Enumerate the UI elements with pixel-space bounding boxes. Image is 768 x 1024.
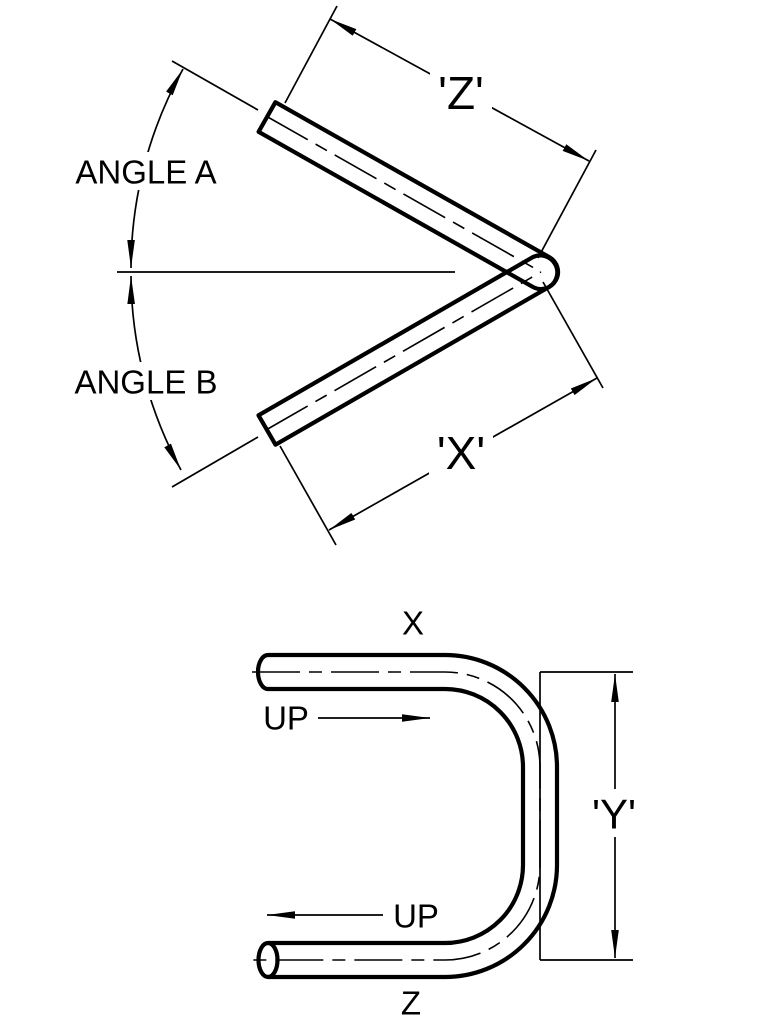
dim-x-label-backing [429,426,493,478]
lower-tube-arm [256,253,560,447]
dim-y-label: 'Y' [592,791,636,838]
plan-bend-view: X UP UP 'Y' Z [252,605,643,1022]
dim-x-extension-far [542,281,604,389]
lower-arm-centerline [265,271,542,431]
dim-x-extension-near [279,445,337,546]
dim-x-label: 'X' [437,427,485,479]
upper-tube-arm [256,100,561,292]
dim-y-label-backing [587,789,643,837]
dim-z-extension-near [284,5,338,104]
angle-b-label-backing [72,362,220,400]
angle-a-label: ANGLE A [75,154,216,191]
upper-arm-centerline [265,115,542,273]
leg-x-label: X [402,605,424,642]
profile-angle-view: ANGLE A ANGLE B 'Z' 'X' [72,5,604,546]
up-top-label: UP [263,700,309,737]
leg-z-label: Z [401,985,421,1022]
upper-arm-axis-extension-line [171,60,259,111]
dim-z-label-backing [430,66,492,118]
tube-outer-edge [268,652,560,980]
dim-z-label: 'Z' [438,67,484,119]
lower-arm-axis-extension-line [171,436,259,488]
angle-b-label: ANGLE B [74,364,217,401]
angle-a-label-backing [72,152,220,190]
tube-inner-edge [268,686,526,946]
up-bottom-label: UP [393,898,439,935]
dim-z-extension-far [537,149,597,259]
